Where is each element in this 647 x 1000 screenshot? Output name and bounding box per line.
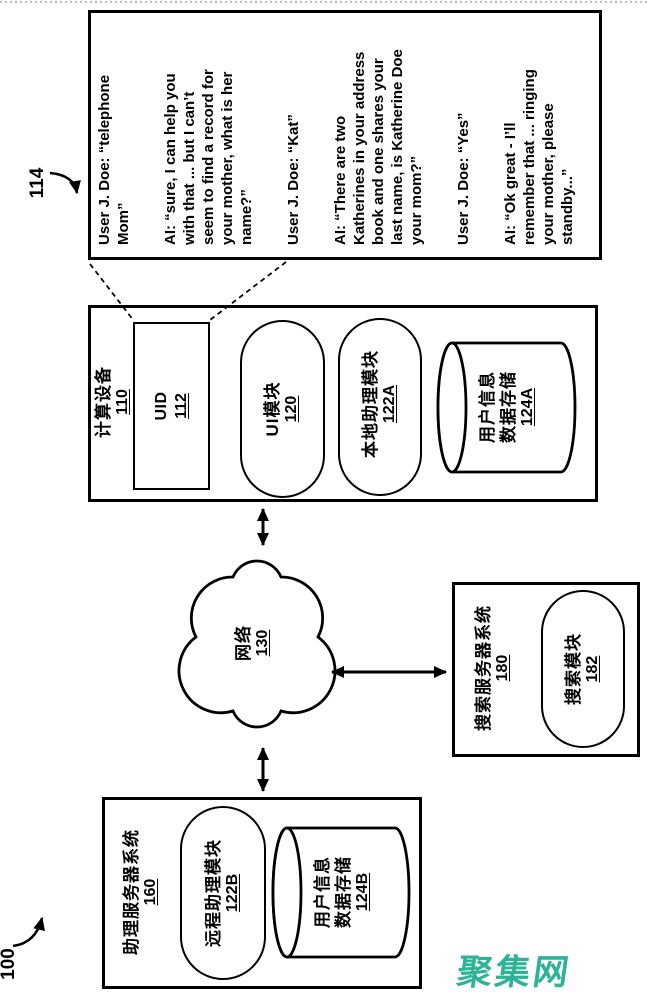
callout-dashed-right: [209, 261, 287, 321]
datastore-b-line1: 用户信息: [313, 856, 333, 928]
ref-100-label: 100: [0, 934, 22, 994]
datastore-b-ref: 124B: [354, 872, 372, 912]
network-ref: 130: [254, 629, 272, 657]
user-info-datastore-b-shape: [271, 826, 411, 959]
network-cloud: [177, 559, 337, 729]
local-assistant-ref: 122A: [381, 384, 399, 424]
datastore-a-line2: 数据存储: [498, 371, 518, 443]
ref-100-arrow: [12, 917, 46, 948]
user-info-datastore-a-label: 用户信息 数据存储 124A: [476, 347, 540, 467]
computing-device-label: 计算设备 110: [91, 337, 135, 467]
ui-module-shape: [240, 320, 325, 498]
assistant-server-box: [102, 797, 422, 989]
remote-assistant-shape: [180, 806, 266, 980]
search-module-shape: [541, 590, 625, 748]
user-info-datastore-b-label: 用户信息 数据存储 124B: [311, 830, 375, 954]
uid-ref: 112: [172, 393, 190, 419]
network-label: 网络 130: [231, 598, 275, 688]
ui-module-label: UI模块 120: [260, 344, 304, 474]
network-name: 网络: [233, 625, 253, 661]
search-module-label: 搜索模块 182: [561, 599, 605, 739]
ref-114-number: 114: [27, 167, 49, 199]
search-module-ref: 182: [584, 655, 602, 683]
dialog-box: [88, 10, 602, 260]
search-module-name: 搜索模块: [563, 633, 583, 705]
search-server-name: 搜索服务器系统: [473, 605, 493, 731]
assistant-server-name: 助理服务器系统: [121, 829, 141, 955]
watermark: 聚集网: [454, 953, 574, 992]
local-assistant-name: 本地助理模块: [360, 350, 380, 458]
assistant-server-label: 助理服务器系统 160: [119, 807, 163, 977]
search-server-ref: 180: [494, 654, 512, 682]
ui-module-ref: 120: [283, 395, 301, 423]
datastore-a-line1: 用户信息: [478, 371, 498, 443]
remote-assistant-name: 远程助理模块: [203, 839, 223, 947]
datastore-b-line2: 数据存储: [333, 856, 353, 928]
remote-assistant-ref: 122B: [224, 873, 242, 913]
computing-device-ref: 110: [114, 389, 132, 415]
search-server-box: [452, 582, 640, 757]
callout-dashed-left: [89, 263, 135, 322]
ref-114-arrow: [49, 171, 81, 194]
user-info-datastore-a-shape: [436, 341, 577, 474]
ref-100-number: 100: [0, 948, 20, 980]
uid-name: UID: [153, 391, 171, 421]
uid-label: UID 112: [152, 346, 192, 466]
datastore-a-ref: 124A: [519, 387, 537, 427]
search-server-label: 搜索服务器系统 180: [471, 590, 515, 746]
computing-device-name: 计算设备: [93, 366, 113, 438]
computing-device-box: [88, 305, 598, 502]
ref-114-label: 114: [25, 153, 51, 213]
local-assistant-shape: [338, 318, 422, 496]
uid-box: [133, 322, 210, 490]
local-assistant-label: 本地助理模块 122A: [358, 329, 402, 479]
assistant-server-ref: 160: [142, 878, 160, 906]
ui-module-name: UI模块: [262, 381, 282, 437]
remote-assistant-label: 远程助理模块 122B: [201, 813, 245, 973]
